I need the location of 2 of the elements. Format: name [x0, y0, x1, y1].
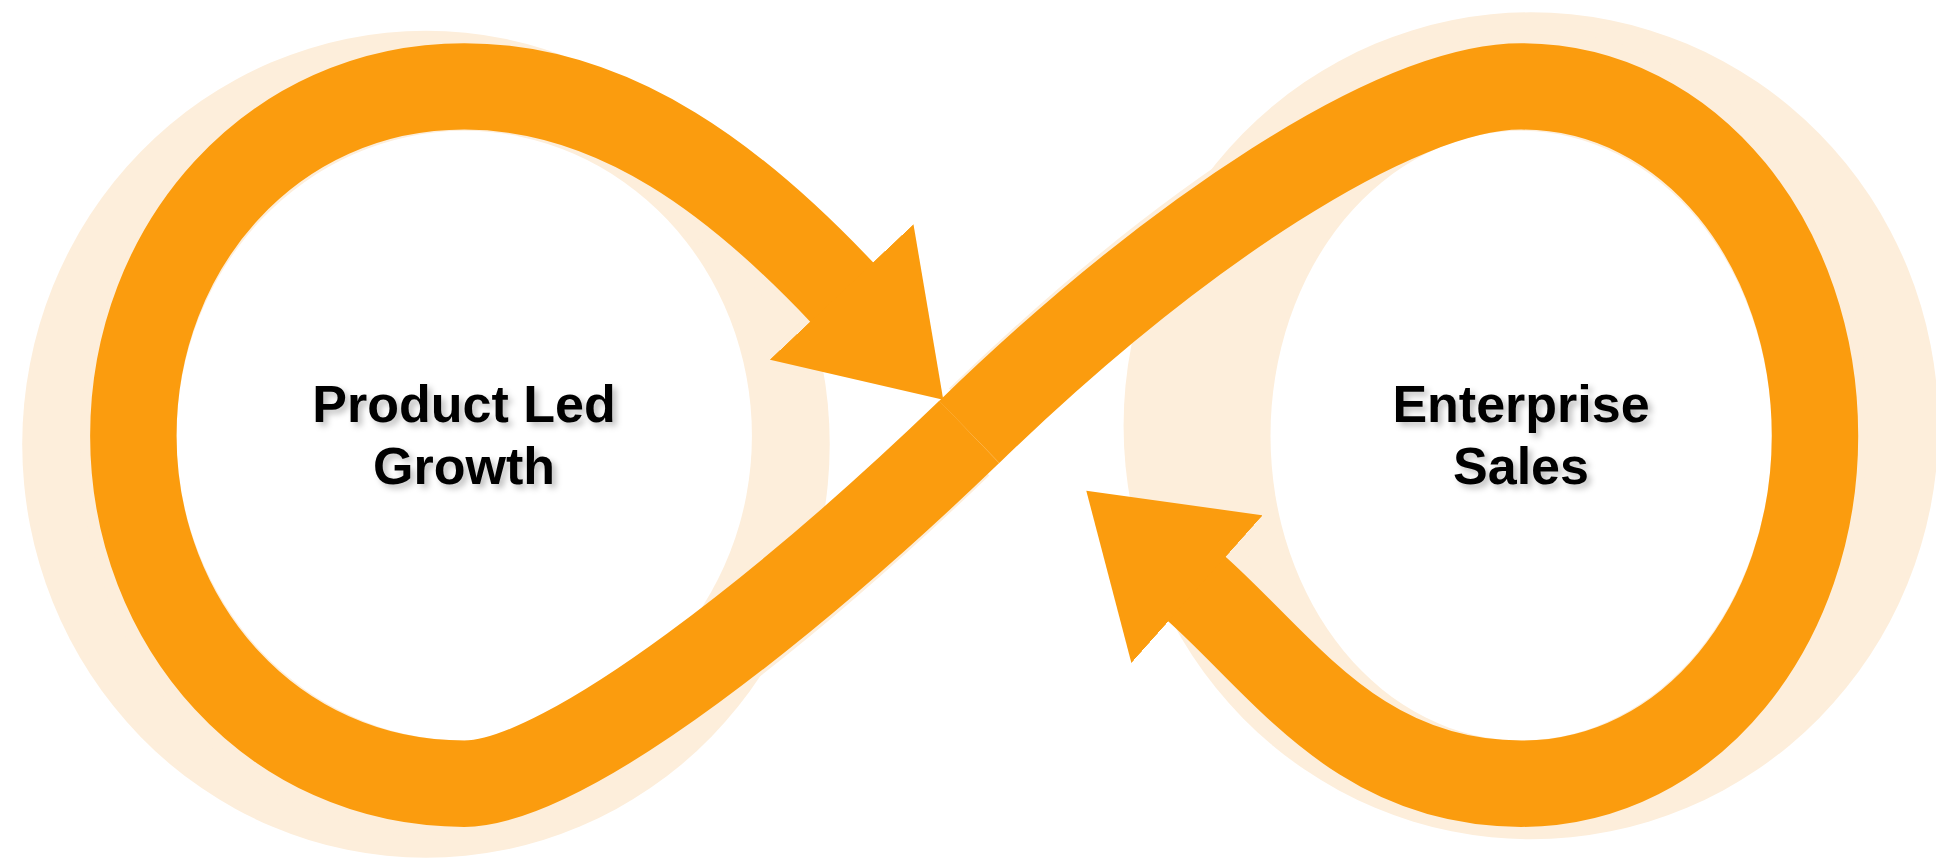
loop-label: Enterprise Sales — [1391, 373, 1651, 497]
loop-label: Product Led Growth — [311, 373, 617, 497]
